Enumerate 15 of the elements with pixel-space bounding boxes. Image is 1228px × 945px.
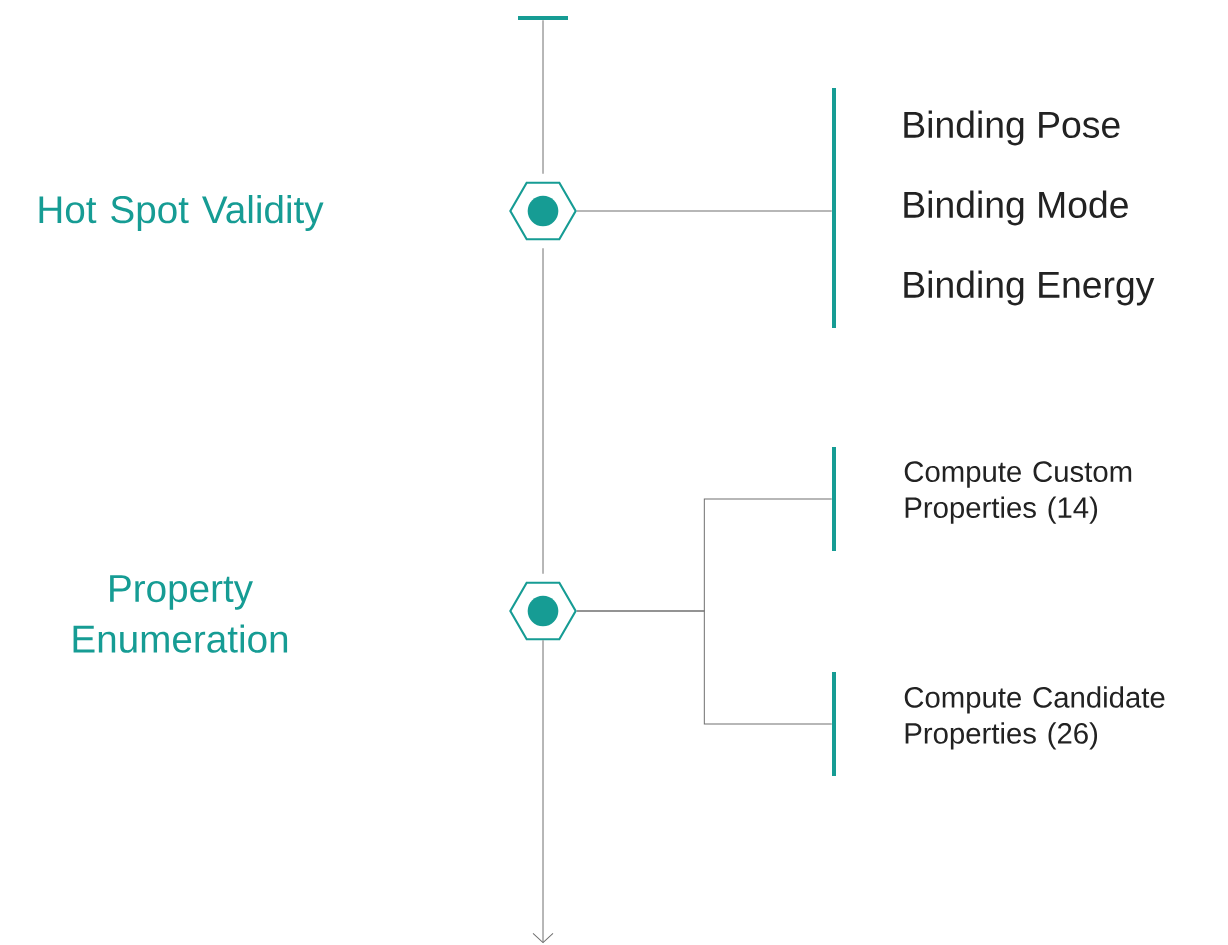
item-text: Binding Mode: [904, 190, 1128, 226]
connector-line: [532, 639, 554, 944]
bar: [518, 16, 568, 20]
item-text: Compute Candidate Properties (26): [904, 686, 1165, 750]
hexagon-marker: [509, 581, 577, 641]
connector-line: [576, 210, 833, 212]
stage-label: Hot Spot Validity: [39, 194, 324, 231]
hexagon-marker: [509, 181, 577, 241]
connector-line: [576, 610, 833, 725]
connector-line: [542, 19, 544, 175]
item-text: Binding Pose: [904, 110, 1120, 146]
connector-line: [542, 247, 544, 575]
stage-label: Property Enumeration: [73, 575, 288, 653]
item-text: Binding Energy: [904, 270, 1155, 306]
item-text: Compute Custom Properties (14): [904, 461, 1132, 524]
